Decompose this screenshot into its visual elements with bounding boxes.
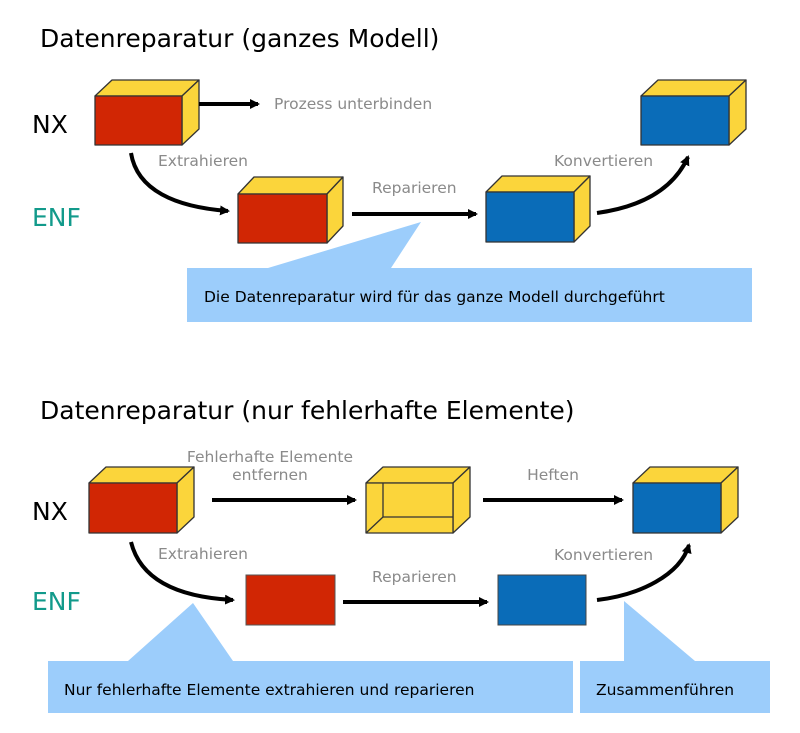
section2-convert-arrow <box>596 543 692 602</box>
section2-remove-label-line1: Fehlerhafte Elemente <box>187 448 353 466</box>
section1-enf-repaired-box <box>485 175 591 243</box>
section2-repaired-elements-rect <box>497 574 587 626</box>
box-top-face <box>485 175 591 193</box>
box-front-face <box>485 191 575 243</box>
section2-nx-model-box <box>88 466 195 534</box>
section2-convert-label: Konvertieren <box>554 546 653 564</box>
box-top-face <box>632 466 739 484</box>
section2-title: Datenreparatur (nur fehlerhafte Elemente… <box>40 396 575 425</box>
section1-callout-text: Die Datenreparatur wird für das ganze Mo… <box>204 288 665 306</box>
section1-convert-label: Konvertieren <box>554 152 653 170</box>
section2-faulty-elements-rect <box>245 574 336 626</box>
section2-stitch-label: Heften <box>527 466 579 484</box>
section1-nx-label: NX <box>32 110 68 139</box>
box-top-face <box>365 466 471 484</box>
section2-remove-label-line2: entfernen <box>232 466 308 484</box>
section2-result-model-box <box>632 466 739 534</box>
section2-extract-label: Extrahieren <box>158 545 248 563</box>
section1-stop-label: Prozess unterbinden <box>274 95 432 113</box>
section2-callout-right-text: Zusammenführen <box>596 681 734 699</box>
box-top-face <box>237 176 344 195</box>
box-top-face <box>94 79 200 97</box>
section1-enf-label: ENF <box>32 203 81 232</box>
box-top-face <box>640 79 747 97</box>
box-top-face <box>88 466 195 484</box>
box-front-face <box>365 482 454 534</box>
section2-callout-left-text: Nur fehlerhafte Elemente extrahieren und… <box>64 681 474 699</box>
section1-extract-arrow <box>129 152 230 216</box>
section1-enf-input-box <box>237 176 344 244</box>
section1-nx-model-box <box>94 79 200 146</box>
box-front-face <box>94 95 183 146</box>
section2-hollow-model-box <box>365 466 471 534</box>
box-front-face <box>632 482 722 534</box>
section1-callout-bubble <box>187 222 752 322</box>
box-front-face <box>88 482 178 534</box>
section2-extract-arrow <box>129 541 235 605</box>
section1-repair-label: Reparieren <box>372 179 457 197</box>
section1-convert-arrow <box>596 155 690 215</box>
box-front-face <box>640 95 730 146</box>
box-front-face <box>237 193 328 244</box>
section1-extract-label: Extrahieren <box>158 152 248 170</box>
section2-nx-label: NX <box>32 497 68 526</box>
section1-result-model-box <box>640 79 747 146</box>
section2-repair-label: Reparieren <box>372 568 457 586</box>
section2-enf-label: ENF <box>32 587 81 616</box>
section1-title: Datenreparatur (ganzes Modell) <box>40 24 439 53</box>
section2-callout-right-bubble <box>580 601 770 713</box>
box-inner-corner <box>365 516 384 534</box>
section2-callout-left-bubble <box>48 603 573 713</box>
